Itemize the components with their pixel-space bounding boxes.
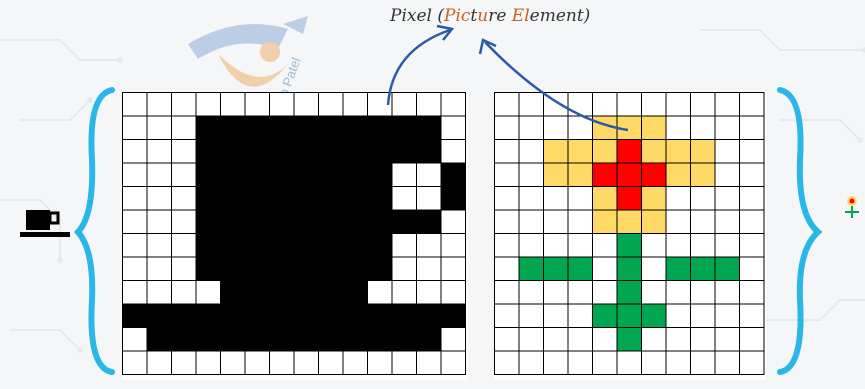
left-brace (78, 90, 112, 372)
arrow-cup-to-title (388, 30, 450, 105)
flower-icon (845, 196, 859, 218)
arrow-flower-to-title (485, 42, 628, 130)
right-brace (780, 90, 818, 372)
cup-icon (20, 210, 70, 237)
